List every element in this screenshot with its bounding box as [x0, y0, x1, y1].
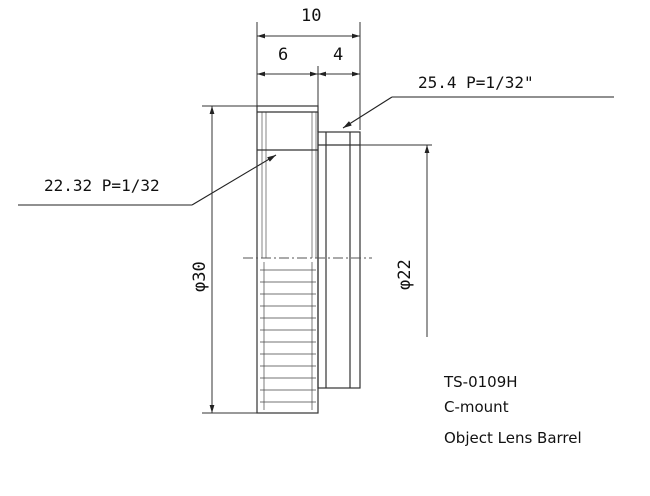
part-number: TS-0109H	[444, 373, 518, 391]
barrel-cross-section	[256, 105, 361, 414]
dimension-inner-diameter	[320, 144, 432, 337]
right-width-label: 4	[333, 45, 343, 65]
dimension-overall-length	[256, 22, 361, 130]
knurl-pattern	[260, 262, 316, 410]
part-description: Object Lens Barrel	[444, 429, 582, 447]
cmount-thread-label: 25.4 P=1/32"	[418, 73, 534, 92]
overall-length-label: 10	[301, 6, 321, 26]
inner-diameter-label: φ22	[395, 259, 415, 290]
outer-diameter-label: φ30	[190, 261, 210, 292]
inner-thread-label: 22.32 P=1/32	[44, 176, 160, 195]
dimension-outer-diameter	[202, 105, 257, 414]
left-width-label: 6	[278, 45, 288, 65]
dimension-sub-widths	[257, 66, 360, 112]
leader-cmount-thread	[342, 96, 614, 129]
mount-type: C-mount	[444, 398, 509, 416]
